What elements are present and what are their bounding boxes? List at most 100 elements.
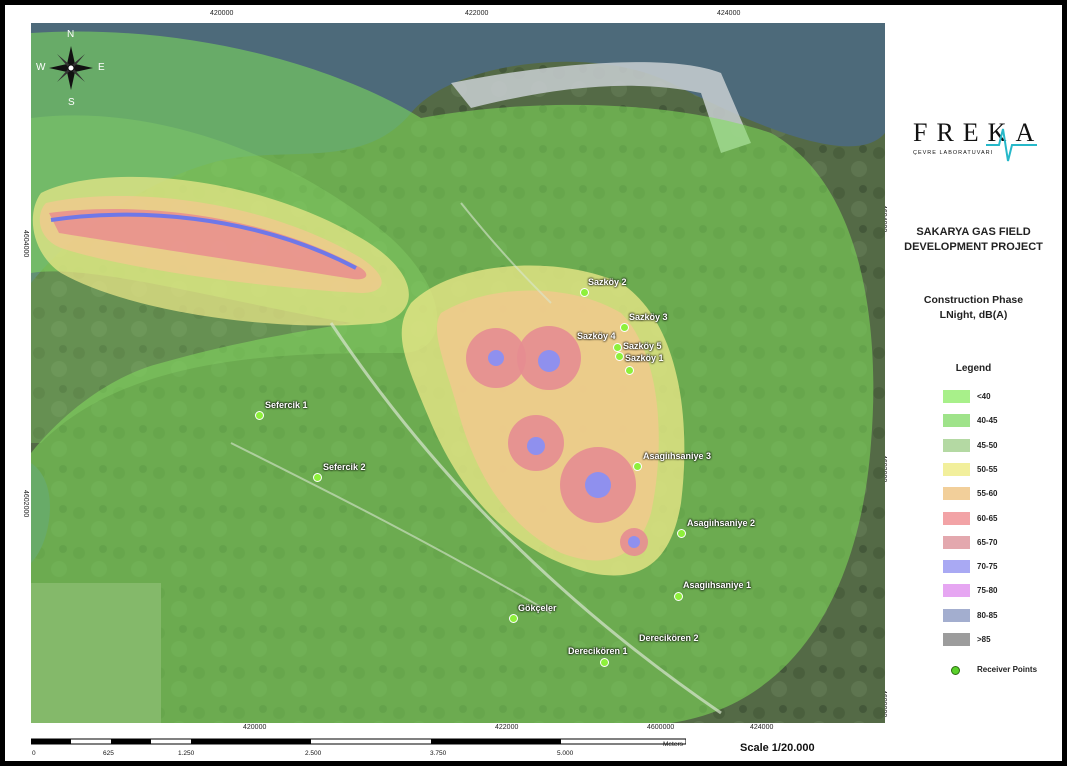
- receiver-point[interactable]: [255, 411, 264, 420]
- map-frame: 420000 422000 424000 420000 422000 46000…: [5, 5, 1062, 761]
- legend-swatch: [943, 487, 970, 501]
- scale-tick-625: 625: [103, 750, 114, 757]
- receiver-point[interactable]: [600, 658, 609, 667]
- scale-ratio: Scale 1/20.000: [740, 742, 815, 754]
- receiver-point[interactable]: [613, 343, 622, 352]
- legend-item: <40: [943, 390, 1063, 404]
- legend-swatch: [943, 414, 970, 428]
- compass-e: E: [98, 62, 105, 73]
- legend-item: >85: [943, 633, 1063, 647]
- receiver-label: Sefercik 1: [265, 400, 308, 410]
- receiver-label: Derecikören 2: [639, 633, 699, 643]
- map-graphics: [31, 23, 885, 723]
- source-core-3: [527, 437, 545, 455]
- scale-tick-0: 0: [32, 750, 36, 757]
- receiver-point[interactable]: [615, 352, 624, 361]
- scale-tick-3750: 3.750: [430, 750, 447, 757]
- legend-swatch: [943, 511, 970, 525]
- receiver-label: Sefercik 2: [323, 462, 366, 472]
- receiver-point[interactable]: [509, 614, 518, 623]
- receiver-point[interactable]: [633, 462, 642, 471]
- port-breakwater: [451, 62, 751, 153]
- legend-swatch: [943, 390, 970, 403]
- source-core-5: [628, 536, 640, 548]
- legend-label: 65-70: [977, 537, 998, 547]
- receiver-label: Sazköy 4: [577, 331, 616, 341]
- legend-swatch: [943, 438, 970, 452]
- frekans-logo: FREKANS ÇEVRE LABORATUVARI: [913, 118, 1041, 162]
- legend-item: 80-85: [943, 608, 1063, 623]
- legend-swatch: [943, 535, 970, 549]
- receiver-label: Asagiıhsaniye 1: [683, 580, 752, 590]
- scale-tick-5000: 5.000: [557, 750, 574, 757]
- legend-label: 60-65: [977, 513, 998, 523]
- legend-swatch: [943, 560, 970, 574]
- legend-swatch: [943, 462, 970, 476]
- coord-top-3: 424000: [717, 10, 741, 17]
- legend-label: 45-50: [977, 440, 998, 450]
- receiver-label: Asagiıhsaniye 2: [687, 518, 756, 528]
- receiver-label: Sazköy 2: [588, 277, 627, 287]
- compass-w: W: [36, 62, 46, 73]
- road-3: [460, 202, 552, 304]
- receiver-point[interactable]: [313, 473, 322, 482]
- compass-s: S: [68, 97, 75, 108]
- receiver-point[interactable]: [674, 592, 683, 601]
- receiver-point[interactable]: [677, 529, 686, 538]
- road-1: [329, 322, 722, 715]
- metric-title: LNight, dB(A): [939, 309, 1008, 321]
- coord-bottom-2: 422000: [495, 724, 519, 731]
- legend-label: 75-80: [977, 586, 998, 596]
- receiver-label: Asagiıhsaniye 3: [643, 451, 712, 461]
- scale-tick-1250: 1.250: [178, 750, 195, 757]
- receiver-point[interactable]: [620, 323, 629, 332]
- phase-title: Construction Phase: [923, 294, 1024, 306]
- legend-label: 40-45: [977, 416, 998, 426]
- receiver-label: Sazköy 5: [623, 341, 662, 351]
- receiver-point[interactable]: [625, 366, 634, 375]
- receiver-label: Gökçeler: [518, 603, 557, 613]
- receiver-dot-icon: [951, 666, 960, 675]
- receiver-point[interactable]: [580, 288, 589, 297]
- coord-bottom-3: 4600000: [647, 724, 675, 731]
- legend-swatch: [943, 584, 970, 598]
- legend-title: Legend: [955, 363, 992, 374]
- coord-bottom-1: 420000: [243, 724, 267, 731]
- project-title-line2: DEVELOPMENT PROJECT: [904, 241, 1043, 253]
- receiver-label: Derecikören 1: [568, 646, 628, 656]
- legend-item: 50-55: [943, 462, 1063, 477]
- legend-swatch: [943, 608, 970, 622]
- coord-left-1: 4604000: [22, 230, 29, 258]
- scale-unit: Meters: [663, 741, 683, 748]
- coord-left-2: 4602000: [22, 490, 29, 518]
- logo-text: FREKANS: [913, 118, 1041, 147]
- legend-item: 75-80: [943, 584, 1063, 598]
- legend-label: >85: [977, 635, 991, 644]
- coord-top-2: 422000: [465, 10, 489, 17]
- noise-map[interactable]: N S E W Sazköy 2 Sazköy 3 Sazköy 4 Sazkö…: [31, 23, 885, 723]
- legend-item: 55-60: [943, 487, 1063, 501]
- project-title-line1: SAKARYA GAS FIELD: [916, 226, 1031, 238]
- legend-label: 50-55: [977, 464, 998, 474]
- source-core-4: [585, 472, 611, 498]
- scale-tick-2500: 2.500: [305, 750, 322, 757]
- road-source-line: [50, 212, 357, 270]
- source-core-2: [538, 350, 560, 372]
- legend-panel: FREKANS ÇEVRE LABORATUVARI SAKARYA GAS F…: [885, 23, 1062, 723]
- legend-item: 70-75: [943, 560, 1063, 574]
- compass-n: N: [67, 29, 75, 40]
- source-core-1: [488, 350, 504, 366]
- road-2: [230, 442, 552, 614]
- coord-top-1: 420000: [210, 10, 234, 17]
- coord-bottom-4: 424000: [750, 724, 774, 731]
- legend-item: 65-70: [943, 535, 1063, 550]
- legend-item: 45-50: [943, 438, 1063, 453]
- legend-item: 40-45: [943, 414, 1063, 428]
- compass-icon: [49, 46, 93, 90]
- legend-label: 70-75: [977, 562, 998, 572]
- zone-60-65-road: [49, 208, 367, 280]
- receiver-label: Sazköy 3: [629, 312, 668, 322]
- legend-label: 55-60: [977, 489, 998, 499]
- scale-bar: [31, 738, 686, 745]
- legend-label: <40: [977, 392, 991, 401]
